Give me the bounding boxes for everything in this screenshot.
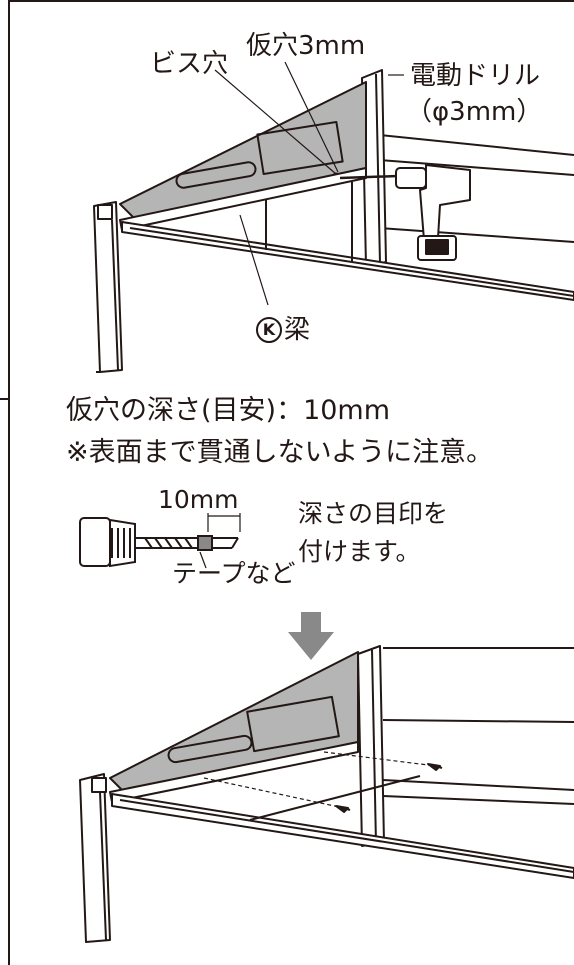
left-post <box>93 201 123 373</box>
drill-size-label: （φ3mm） <box>406 97 543 127</box>
drill-bit <box>339 174 399 180</box>
beam-marker: K <box>256 317 282 343</box>
bit-length-label: 10mm <box>158 485 239 514</box>
back-rail-top <box>379 134 574 156</box>
tape-band <box>197 535 213 551</box>
down-arrow <box>288 612 334 660</box>
back-rail-low <box>379 227 574 243</box>
left-post-bottom <box>79 773 111 943</box>
mark-note-line1: 深さの目印を <box>298 499 449 528</box>
drill-chuck <box>395 167 427 189</box>
right-post-bottom <box>357 645 385 847</box>
screw-hole-label: ビス穴 <box>150 49 229 79</box>
beam-name: 梁 <box>284 315 311 345</box>
pilot-hole-label: 仮穴3mm <box>246 31 366 61</box>
warning-instruction: ※表面まで貫通しないように注意。 <box>66 437 494 468</box>
frame-border-top <box>8 0 574 2</box>
depth-instruction: 仮穴の深さ(目安)：10mm <box>66 395 391 426</box>
tape-label: テープなど <box>172 559 296 588</box>
frame-tick <box>0 398 10 400</box>
bit-chuck-body <box>79 517 111 567</box>
drill-label: 電動ドリル <box>410 61 541 91</box>
mark-note-line2: 付けます。 <box>298 537 421 566</box>
back-rail-mid <box>379 159 574 176</box>
drill-body <box>419 164 471 241</box>
frame-border-left <box>8 0 10 965</box>
